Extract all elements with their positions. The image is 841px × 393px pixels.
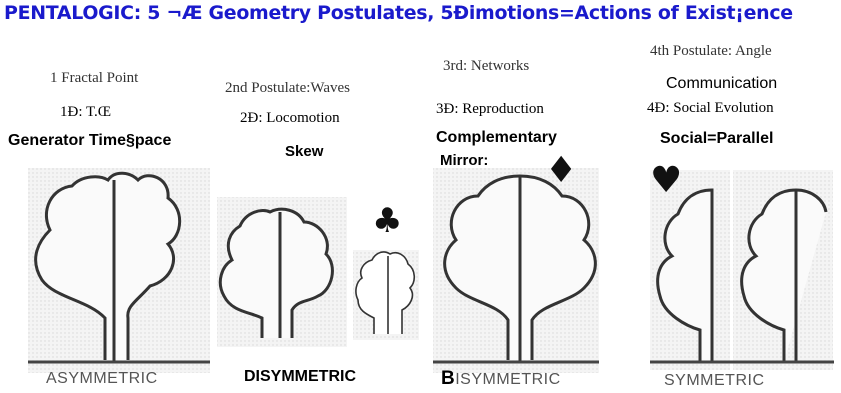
caption-symmetric: SYMMETRIC xyxy=(664,372,765,390)
caption-disymmetric: DISYMMETRIC xyxy=(244,368,356,386)
caption-asymmetric: ASYMMETRIC xyxy=(46,370,158,388)
caption-bisymmetric-initial: B xyxy=(441,368,455,389)
diamond-icon: ♦ xyxy=(545,150,577,191)
asymmetric-tree xyxy=(28,168,210,373)
caption-bisymmetric-rest: ISYMMETRIC xyxy=(455,371,560,388)
bisymmetric-tree xyxy=(433,168,599,373)
club-icon: ♣ xyxy=(372,201,402,241)
heart-icon: ♥ xyxy=(650,160,682,201)
caption-bisymmetric: BISYMMETRIC xyxy=(441,368,561,390)
